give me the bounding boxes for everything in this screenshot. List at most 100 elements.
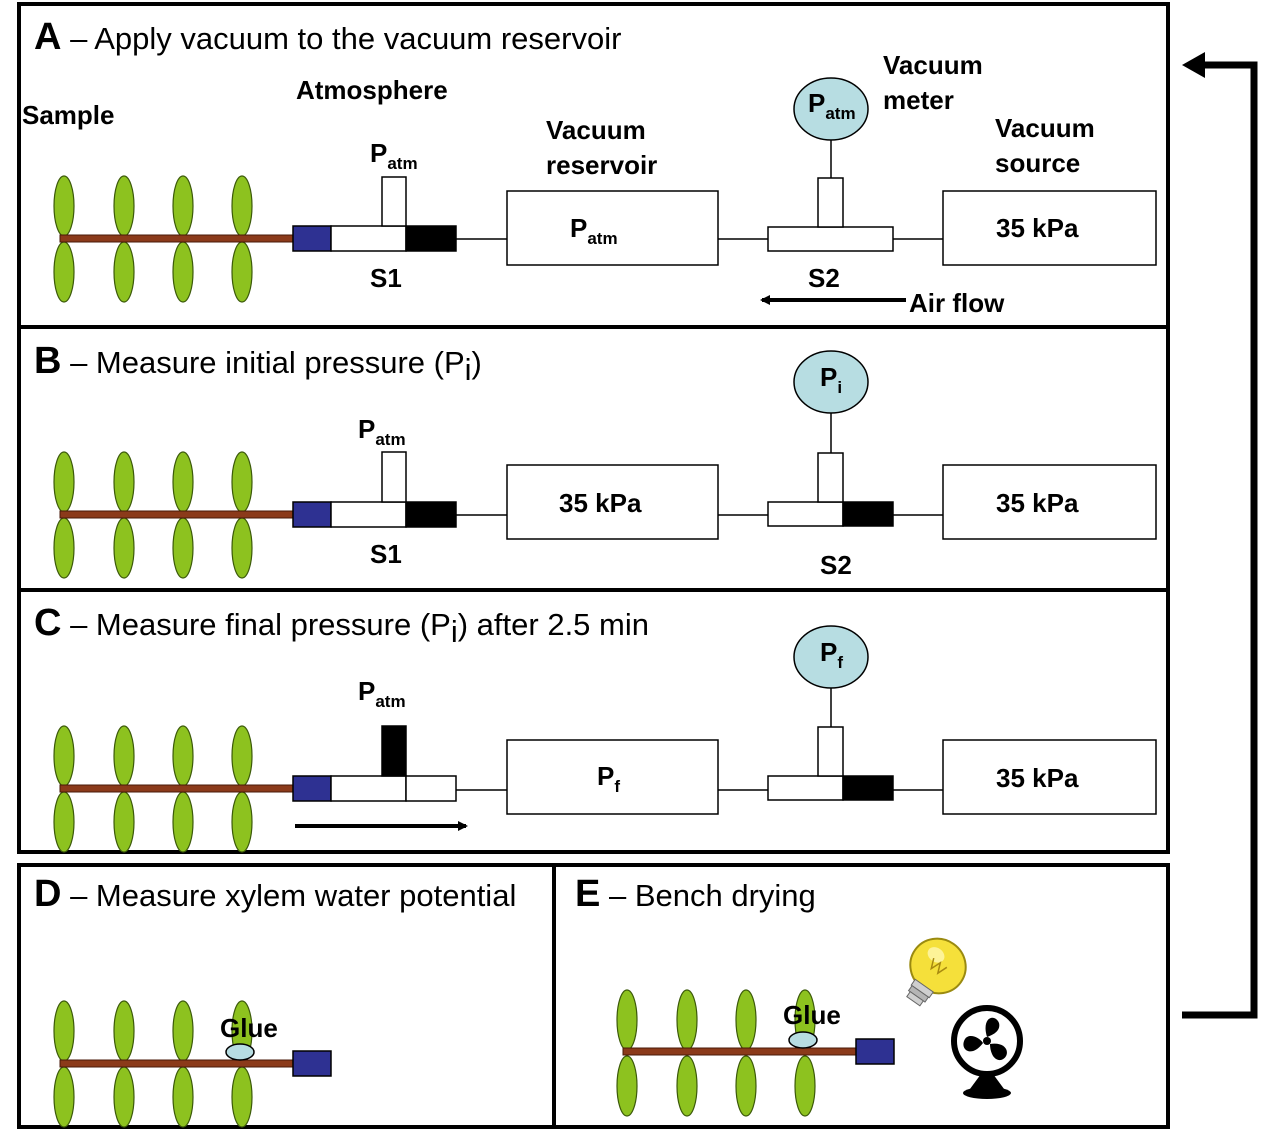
vacuum-meter [793,77,869,141]
stem [59,510,295,519]
source-value: 35 kPa [996,213,1079,243]
tube-connector [292,1050,332,1077]
leaf [113,725,135,787]
vacuum-reservoir [506,739,719,815]
reservoir-value: 35 kPa [559,488,642,518]
reservoir-value: Pf [597,761,620,796]
s2-stem [817,452,844,503]
s1-stem [381,176,407,227]
s1-closed-port [405,225,457,252]
panel-b-letter: B [34,340,61,382]
panel-b: B – Measure initial pressure (Pi) Patm S… [34,340,1157,580]
s1-label: S1 [370,263,402,293]
leaf [113,451,135,513]
leaf [172,241,194,303]
panel-c-letter: C [34,602,61,644]
s1-pressure-label: Patm [358,676,406,711]
leaf [172,1066,194,1128]
s1-open-port [405,775,457,802]
vacuum-source [942,739,1157,815]
panel-d: D – Measure xylem water potential Glue [34,873,516,1128]
airflow-label: Air flow [909,288,1005,318]
s2-body [767,501,844,527]
reservoir-value: Patm [570,213,618,248]
fan-icon [951,1005,1023,1099]
vacuum-source [942,464,1157,540]
leaf [172,1000,194,1062]
leaf [113,517,135,579]
s1-pressure-label: Patm [370,138,418,173]
sample-stem [53,725,295,853]
s1-body [330,501,407,528]
sample-stem [53,175,295,303]
leaf [231,725,253,787]
leaf [231,451,253,513]
leaf [53,517,75,579]
leaf [113,1066,135,1128]
s2-label: S2 [820,550,852,580]
leaf [231,517,253,579]
panel-e: E – Bench drying Glue [575,873,1023,1117]
s1-closed-stem [381,725,407,777]
vacuum-reservoir [506,190,719,266]
stem [59,784,295,793]
meter-value: Pf [820,637,843,672]
panel-d-letter: D [34,873,61,915]
s2-body [767,226,894,252]
leaf [735,1055,757,1117]
leaf [231,241,253,303]
lightbulb-icon [906,937,967,1007]
tube-connector [292,501,332,528]
leaf [676,989,698,1051]
s2-closed-port [842,775,894,801]
leaf [53,791,75,853]
tube-connector [292,775,332,802]
glue-drop [788,1031,818,1049]
panel-e-letter: E [575,873,600,915]
leaf [794,1055,816,1117]
sample-stem [53,451,295,579]
leaf [113,175,135,237]
tube-connector [855,1038,895,1065]
meter-value: Patm [808,88,856,123]
leaf [172,175,194,237]
leaf [113,1000,135,1062]
leaf [172,451,194,513]
s1-body [330,225,407,252]
cycle-arrow-icon [1182,52,1258,1019]
panel-a-title: A – Apply vacuum to the vacuum reservoir [34,16,621,58]
leaf [113,241,135,303]
leaf [53,451,75,513]
s2-label: S2 [808,263,840,293]
leaf [172,791,194,853]
leaf [735,989,757,1051]
leaf [53,725,75,787]
panel-d-title: D – Measure xylem water potential [34,873,516,915]
glue-label: Glue [220,1013,278,1043]
leaf [172,725,194,787]
panel-e-frame [552,863,1170,1129]
leaf [53,175,75,237]
s1-label: S1 [370,539,402,569]
stem [59,234,295,243]
leaf [616,989,638,1051]
vacuum-meter [793,350,869,414]
leaf [53,1066,75,1128]
panel-e-title: E – Bench drying [575,873,816,915]
s1-pressure-label: Patm [358,414,406,449]
leaf [53,241,75,303]
meter-value: Pi [820,362,842,397]
leaf [676,1055,698,1117]
vacuum-meter [793,625,869,689]
panel-c: C – Measure final pressure (Pi) after 2.… [34,602,1157,853]
panel-a: A – Apply vacuum to the vacuum reservoir… [22,16,1157,318]
tube-connector [292,225,332,252]
vacuum-source [942,190,1157,266]
leaf [231,1066,253,1128]
panel-a-letter: A [34,16,61,58]
leaf [231,791,253,853]
